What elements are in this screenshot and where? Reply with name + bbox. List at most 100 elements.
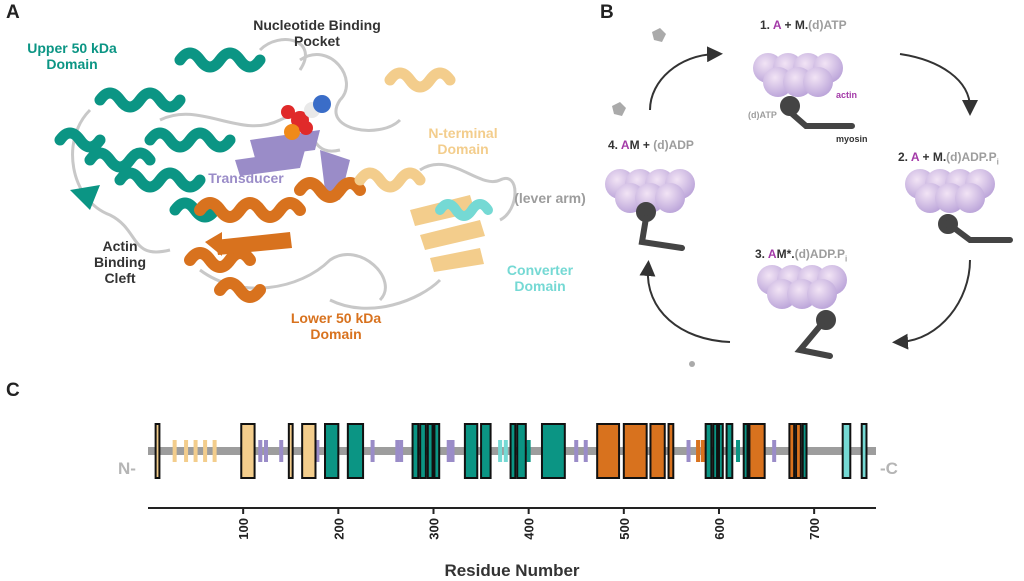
sequence-helix-box — [704, 423, 713, 479]
sequence-strand-mark — [399, 440, 404, 462]
myosin-head-1 — [780, 96, 855, 129]
label-nucleotide-pocket: Nucleotide Binding Pocket — [253, 17, 381, 50]
actin-filament-3 — [757, 265, 847, 309]
residue-tick-label: 400 — [522, 518, 537, 540]
label-lever-arm: (lever arm) — [514, 190, 586, 206]
cycle-arrows — [639, 46, 978, 350]
myosin-head-2 — [938, 214, 1013, 243]
myosin-structure-illustration — [54, 38, 517, 310]
sequence-strand-mark — [279, 440, 284, 462]
myosin-head-3 — [794, 310, 836, 359]
sequence-domain-map: N- -C 100 200 300 400 500 600 700 Residue Numb… — [118, 423, 898, 580]
actin-filament-1 — [753, 53, 843, 97]
label-transducer: Transducer — [208, 170, 284, 186]
sequence-strand-mark — [700, 440, 705, 462]
datp-label: (d)ATP — [748, 110, 777, 120]
cycle-step-1-label: 1. A + M.(d)ATP — [760, 18, 847, 32]
sequence-strand-mark — [574, 440, 579, 462]
c-terminus-label: -C — [880, 459, 898, 478]
cycle-step-3-label: 3. AM*.(d)ADP.Pi — [755, 247, 848, 264]
residue-tick-label: 200 — [331, 518, 346, 540]
panel-label-b: B — [600, 2, 614, 23]
nucleotide-spheres — [281, 95, 331, 140]
sequence-helix-box — [463, 423, 479, 479]
sequence-strand-mark — [772, 440, 777, 462]
sequence-strand-mark — [315, 440, 320, 462]
sequence-strand-mark — [503, 440, 508, 462]
sequence-helix-box — [433, 423, 441, 479]
small-ligand-icons — [612, 28, 695, 367]
sequence-helix-box — [154, 423, 161, 479]
sequence-helix-box — [301, 423, 317, 479]
panel-label-c: C — [6, 380, 20, 401]
myosin-head-4 — [636, 202, 685, 251]
actin-filament-4 — [605, 169, 695, 213]
residue-tick-label: 500 — [617, 518, 632, 540]
residue-tick-label: 100 — [236, 518, 251, 540]
sequence-helix-box — [795, 423, 802, 479]
label-n-terminal-domain: N-terminal Domain — [428, 125, 498, 158]
sequence-helix-box — [717, 423, 724, 479]
n-terminal-domain-helices — [354, 67, 456, 193]
sequence-helix-box — [516, 423, 527, 479]
sequence-strand-mark — [172, 440, 177, 462]
myosin-label: myosin — [836, 134, 868, 144]
sequence-helix-box — [667, 423, 675, 479]
sequence-strand-mark — [526, 440, 531, 462]
residue-tick-label: 600 — [712, 518, 727, 540]
label-actin-binding-cleft: Actin Binding Cleft — [93, 238, 147, 287]
sequence-strand-mark — [498, 440, 503, 462]
crossbridge-cycle-diagram — [605, 28, 1013, 367]
sequence-helix-box — [742, 423, 749, 479]
sequence-helix-box — [411, 423, 420, 479]
sequence-strand-mark — [686, 440, 691, 462]
sequence-helix-box — [346, 423, 365, 479]
residue-tick-label: 700 — [807, 518, 822, 540]
sequence-helix-box — [801, 423, 808, 479]
sequence-strand-mark — [736, 440, 741, 462]
sequence-strand-mark — [450, 440, 455, 462]
sequence-helix-box — [324, 423, 340, 479]
sequence-helix-box — [622, 423, 648, 479]
sequence-helix-box — [540, 423, 566, 479]
coil-loops — [71, 38, 517, 310]
sequence-helix-box — [596, 423, 621, 479]
actin-filament-2 — [905, 169, 995, 213]
sequence-strand-mark — [395, 440, 400, 462]
sequence-helix-box — [649, 423, 666, 479]
sequence-strand-mark — [264, 440, 269, 462]
sequence-helix-box — [240, 423, 256, 479]
label-lower-50-domain: Lower 50 kDa Domain — [290, 310, 382, 343]
lower-50-domain-helices — [184, 177, 366, 303]
sequence-strand-mark — [193, 440, 198, 462]
sequence-helix-box — [426, 423, 434, 479]
sequence-helix-box — [509, 423, 517, 479]
residue-axis-title: Residue Number — [444, 561, 579, 580]
panel-label-a: A — [6, 2, 20, 23]
sequence-helix-box — [841, 423, 852, 479]
sequence-helix-box — [480, 423, 492, 479]
sequence-strand-mark — [583, 440, 588, 462]
label-converter-domain: Converter Domain — [506, 262, 574, 295]
sequence-helix-box — [860, 423, 868, 479]
sequence-strand-mark — [184, 440, 189, 462]
sequence-helix-box — [712, 423, 719, 479]
sequence-strand-mark — [696, 440, 701, 462]
cycle-step-4-label: 4. AM + (d)ADP — [608, 138, 694, 152]
sequence-strand-mark — [203, 440, 208, 462]
n-terminus-label: N- — [118, 459, 136, 478]
sequence-strand-mark — [258, 440, 263, 462]
converter-domain-helix — [435, 199, 493, 221]
sequence-strand-mark — [370, 440, 375, 462]
sequence-helix-box — [419, 423, 427, 479]
actin-label: actin — [836, 90, 858, 100]
sequence-helix-box — [287, 423, 294, 479]
upper-50-domain-helices — [54, 47, 266, 223]
sequence-helix-box — [725, 423, 734, 479]
sequence-helix-box — [748, 423, 766, 479]
cycle-step-2-label: 2. A + M.(d)ADP.Pi — [898, 150, 999, 167]
sequence-strand-mark — [212, 440, 217, 462]
residue-tick-label: 300 — [426, 518, 441, 540]
label-upper-50-domain: Upper 50 kDa Domain — [27, 40, 117, 73]
sequence-helix-box — [788, 423, 796, 479]
